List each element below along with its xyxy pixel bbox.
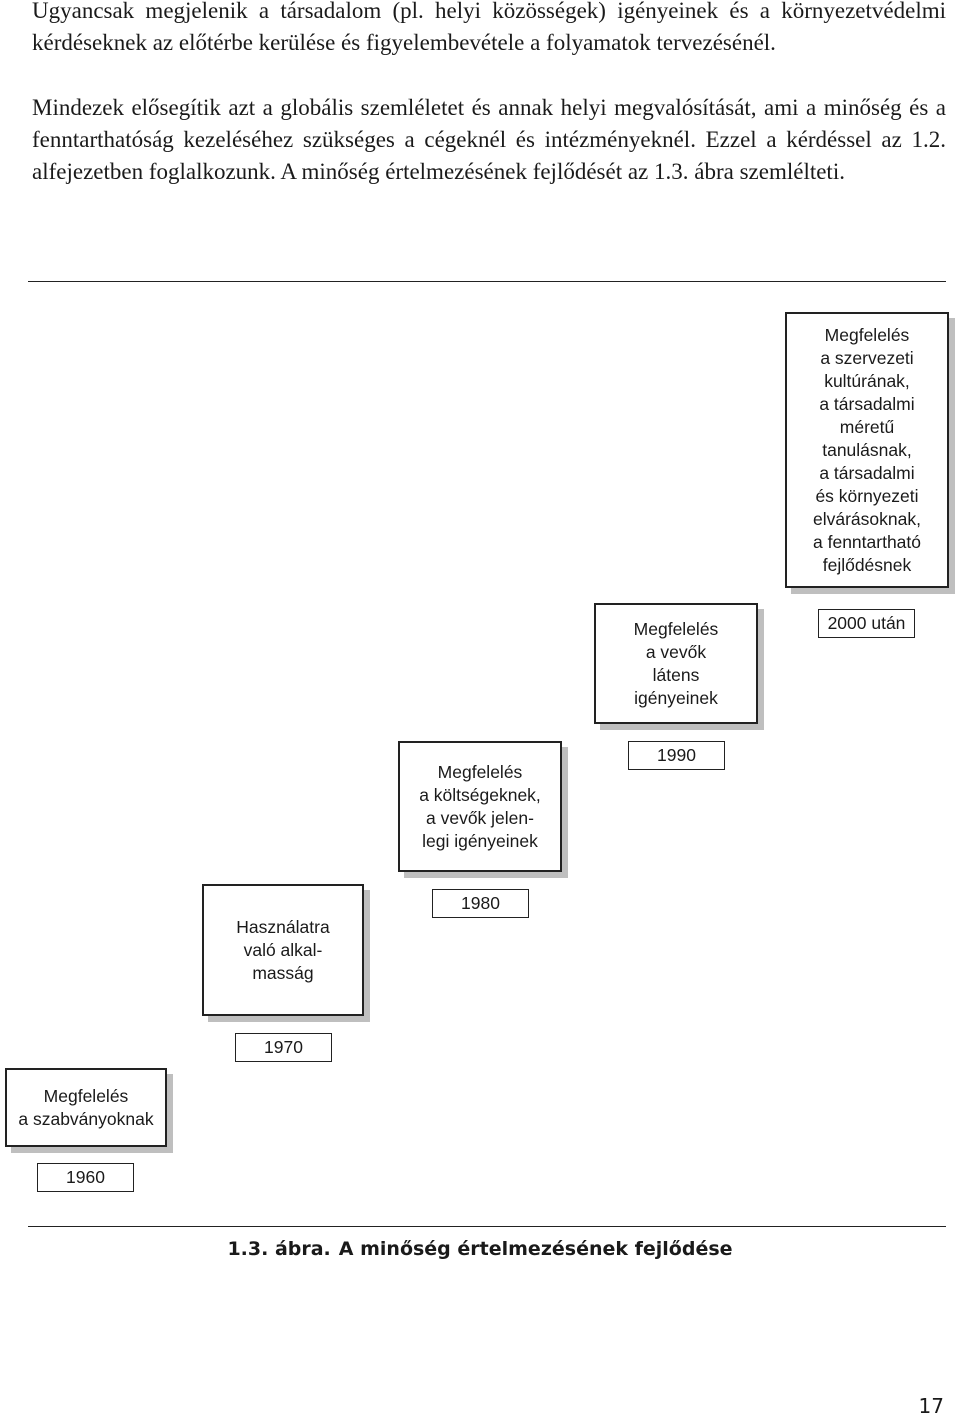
paragraph-intro: Ugyancsak megjelenik a társadalom (pl. h… bbox=[32, 0, 946, 55]
page-number: 17 bbox=[918, 1394, 944, 1418]
figure-top-rule bbox=[28, 281, 946, 282]
step-box-2000: Megfelelés a szervezeti kultúrának, a tá… bbox=[785, 312, 949, 588]
year-label-1990: 1990 bbox=[628, 741, 725, 770]
year-label-2000: 2000 után bbox=[818, 609, 915, 638]
step-box-1960: Megfelelés a szabványoknak bbox=[5, 1068, 167, 1147]
figure-caption-label: 1.3. ábra. bbox=[227, 1238, 331, 1260]
figure-caption: 1.3. ábra. A minőség értelmezésének fejlő… bbox=[0, 1238, 960, 1260]
year-label-1970: 1970 bbox=[235, 1033, 332, 1062]
step-box-1990: Megfelelés a vevők látens igényeinek bbox=[594, 603, 758, 724]
paragraph-body: Mindezek elősegítik azt a globális szeml… bbox=[32, 95, 946, 184]
step-box-1970: Használatra való alkal- masság bbox=[202, 884, 364, 1016]
figure-caption-title: A minőség értelmezésének fejlődése bbox=[338, 1238, 733, 1260]
step-box-1980: Megfelelés a költségeknek, a vevők jelen… bbox=[398, 741, 562, 872]
year-label-1980: 1980 bbox=[432, 889, 529, 918]
figure-bottom-rule bbox=[28, 1226, 946, 1227]
year-label-1960: 1960 bbox=[37, 1163, 134, 1192]
